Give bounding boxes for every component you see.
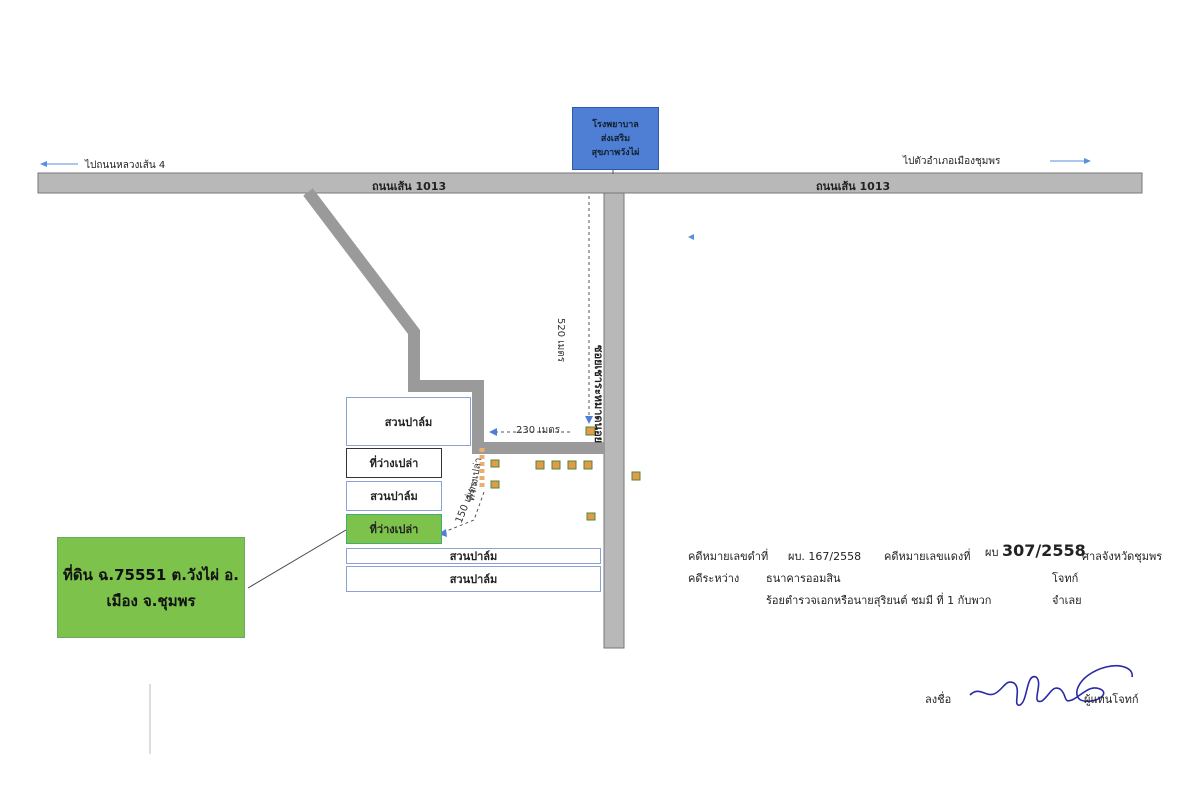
plot-palm-4: สวนปาล์ม [346,566,601,592]
callout-line2: เมือง จ.ชุมพร [106,591,196,610]
defendant-role: จำเลย [1052,594,1082,607]
signature-mark [969,664,1133,706]
plot-palm-2: สวนปาล์ม [346,481,442,511]
main-road [37,172,1143,194]
hospital-line2: ส่งเสริม [600,133,631,144]
signature-role: ผู้แทนโจทก์ [1084,693,1139,706]
plot-palm-3: สวนปาล์ม [346,548,601,564]
court-name: ศาลจังหวัดชุมพร [1082,550,1163,563]
plaintiff-role: โจทก์ [1052,572,1079,585]
callout-line1: ที่ดิน ฉ.75551 ต.วังไผ่ อ. [63,565,239,584]
right-arrow-head [1084,158,1091,164]
house-icon [490,459,500,468]
defendant-name: ร้อยตำรวจเอกหรือนายสุริยนต์ ชมมี ที่ 1 ก… [766,594,992,607]
soi-label: ซอยเชาระหมาดนอย [592,345,605,444]
house-icon [586,512,596,521]
direction-right: ไปตัวอำเภอเมืองชุมพร [903,156,1001,167]
arrow-150-head [438,529,447,537]
black-case-value: ผบ. 167/2558 [788,550,862,563]
land-callout: ที่ดิน ฉ.75551 ต.วังไผ่ อ. เมือง จ.ชุมพร [57,537,245,638]
soi-road [603,192,625,649]
red-case-prefix: ผบ [985,546,999,559]
house-icon [631,471,641,481]
direction-left: ไปถนนหลวงเส้น 4 [85,160,166,171]
house-icon [585,426,596,436]
house-icon [535,460,545,470]
black-case-label: คดีหมายเลขดำที่ [688,550,769,563]
arrow-520-head [585,416,593,424]
plot-palm-1: สวนปาล์ม [346,397,471,446]
road-label-left: ถนนเส้น 1013 [372,180,447,193]
distance-520: 520 เมตร [555,318,566,363]
house-icon [490,480,500,489]
between-label: คดีระหว่าง [688,572,740,585]
plot-vacant-target: ที่ว่างเปล่า [346,514,442,544]
callout-pointer [247,529,347,589]
hospital-line1: โรงพยาบาล [592,119,639,130]
red-case-value: ผบ 307/2558 [985,541,1086,561]
hospital-box: โรงพยาบาล ส่งเสริม สุขภาพวังไผ่ [572,107,659,170]
arrow-230-head [489,428,497,436]
plot-vacant-1: ที่ว่างเปล่า [346,448,442,478]
house-icon [567,460,577,470]
plaintiff-name: ธนาคารออมสิน [766,572,841,585]
signature-stroke [969,664,1133,706]
red-case-number: 307/2558 [1001,541,1086,560]
access-road [303,188,604,454]
hospital-line3: สุขภาพวังไผ่ [591,147,640,158]
house-icon [583,460,593,470]
left-arrow-head [40,161,47,167]
red-case-label: คดีหมายเลขแดงที่ [884,550,971,563]
sign-label: ลงชื่อ [925,693,952,706]
distance-230: 230 เมตร [516,425,561,436]
road-label-right: ถนนเส้น 1013 [816,180,891,193]
house-icon [551,460,561,470]
scan-mark [688,234,694,240]
